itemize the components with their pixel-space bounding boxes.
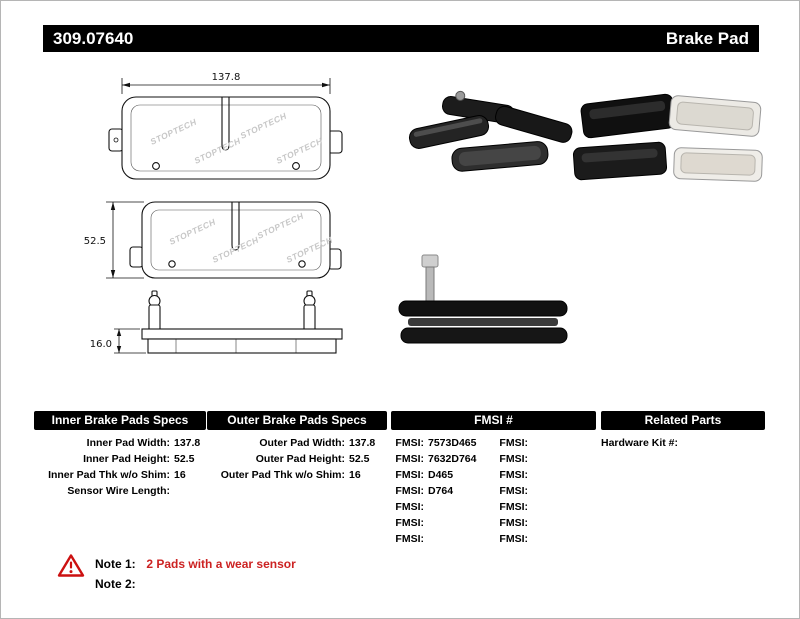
fmsi-label: FMSI: <box>395 501 424 513</box>
part-number: 309.07640 <box>53 28 134 48</box>
spec-label: Inner Pad Height: <box>83 453 170 465</box>
fmsi-header: FMSI # <box>391 411 596 430</box>
fmsi-row: FMSI: FMSI: <box>391 499 596 515</box>
spec-value: 137.8 <box>174 437 201 449</box>
product-photos <box>398 90 763 344</box>
spec-value: 16 <box>174 469 186 481</box>
fmsi-label: FMSI: <box>499 533 528 545</box>
header-bar: 309.07640 Brake Pad <box>43 25 759 52</box>
pad-front-view-drawing <box>108 96 343 180</box>
dim-arrow <box>110 202 116 210</box>
related-parts-header: Related Parts <box>601 411 765 430</box>
product-type-title: Brake Pad <box>665 28 749 48</box>
photo-pad-stack-with-sensor <box>398 254 568 344</box>
fmsi-label: FMSI: <box>499 501 528 513</box>
fmsi-label: FMSI: <box>395 485 424 497</box>
fmsi-label: FMSI: <box>395 453 424 465</box>
spec-label: Sensor Wire Length: <box>67 485 170 497</box>
spec-value: 16 <box>349 469 361 481</box>
spec-row: Hardware Kit #: <box>601 435 765 451</box>
spec-label: Inner Pad Width: <box>86 437 170 449</box>
related-parts-column: Related Parts Hardware Kit #: <box>601 411 765 451</box>
warning-triangle-icon <box>57 554 85 577</box>
spec-label: Outer Pad Height: <box>255 453 345 465</box>
spec-row: Inner Pad Width: 137.8 <box>34 435 206 451</box>
fmsi-row: FMSI: 7632D764 FMSI: <box>391 451 596 467</box>
fmsi-row: FMSI: D764 FMSI: <box>391 483 596 499</box>
inner-specs-column: Inner Brake Pads Specs Inner Pad Width: … <box>34 411 206 499</box>
fmsi-value: D465 <box>428 469 454 481</box>
outer-specs-header: Outer Brake Pads Specs <box>207 411 387 430</box>
spec-label: Outer Pad Width: <box>259 437 345 449</box>
photo-loose-pads <box>408 90 573 172</box>
fmsi-value: 7632D764 <box>428 453 477 465</box>
height-dimension <box>106 201 144 279</box>
dim-arrow <box>116 346 122 353</box>
note-1-text: 2 Pads with a wear sensor <box>146 557 296 571</box>
spec-label: Inner Pad Thk w/o Shim: <box>48 469 170 481</box>
fmsi-label: FMSI: <box>499 437 528 449</box>
height-dimension-label: 52.5 <box>84 236 106 247</box>
outer-specs-column: Outer Brake Pads Specs Outer Pad Width: … <box>207 411 387 483</box>
fmsi-label: FMSI: <box>395 437 424 449</box>
fmsi-label: FMSI: <box>499 485 528 497</box>
inner-specs-header: Inner Brake Pads Specs <box>34 411 206 430</box>
note-2: Note 2: <box>95 577 143 591</box>
spec-value: 52.5 <box>174 453 195 465</box>
pad-side-profile-drawing <box>141 290 343 354</box>
spec-row: Outer Pad Thk w/o Shim: 16 <box>207 467 387 483</box>
fmsi-label: FMSI: <box>499 453 528 465</box>
fmsi-label: FMSI: <box>395 533 424 545</box>
note-1-label: Note 1: <box>95 557 136 571</box>
spec-row: Inner Pad Thk w/o Shim: 16 <box>34 467 206 483</box>
fmsi-row: FMSI: FMSI: <box>391 531 596 547</box>
fmsi-value: D764 <box>428 485 454 497</box>
fmsi-label: FMSI: <box>395 469 424 481</box>
pad-rear-view-drawing <box>129 201 342 279</box>
spec-row: Outer Pad Width: 137.8 <box>207 435 387 451</box>
fmsi-label: FMSI: <box>499 469 528 481</box>
fmsi-label: FMSI: <box>395 517 424 529</box>
dim-arrow <box>116 329 122 336</box>
photo-pad-sets <box>572 93 763 182</box>
spec-value: 137.8 <box>349 437 376 449</box>
spec-row: Inner Pad Height: 52.5 <box>34 451 206 467</box>
fmsi-row: FMSI: FMSI: <box>391 515 596 531</box>
width-dimension <box>121 78 331 94</box>
dim-arrow <box>110 270 116 278</box>
fmsi-column: FMSI # FMSI: 7573D465 FMSI: FMSI: 7632D7… <box>391 411 596 547</box>
fmsi-label: FMSI: <box>499 517 528 529</box>
spec-label: Hardware Kit #: <box>601 437 679 449</box>
dim-arrow <box>122 82 130 88</box>
fmsi-row: FMSI: 7573D465 FMSI: <box>391 435 596 451</box>
spec-value: 52.5 <box>349 453 370 465</box>
thickness-dimension-label: 16.0 <box>90 339 112 350</box>
spec-row: Sensor Wire Length: <box>34 483 206 499</box>
width-dimension-label: 137.8 <box>212 72 241 83</box>
fmsi-value: 7573D465 <box>428 437 477 449</box>
note-2-label: Note 2: <box>95 577 136 591</box>
dim-arrow <box>322 82 330 88</box>
note-1: Note 1: 2 Pads with a wear sensor <box>95 557 296 571</box>
technical-drawing-panel: 137.8 STOPTECH STOPTECH STOPTECH STOPTEC… <box>84 72 343 354</box>
spec-row: Outer Pad Height: 52.5 <box>207 451 387 467</box>
fmsi-row: FMSI: D465 FMSI: <box>391 467 596 483</box>
spec-label: Outer Pad Thk w/o Shim: <box>220 469 345 481</box>
